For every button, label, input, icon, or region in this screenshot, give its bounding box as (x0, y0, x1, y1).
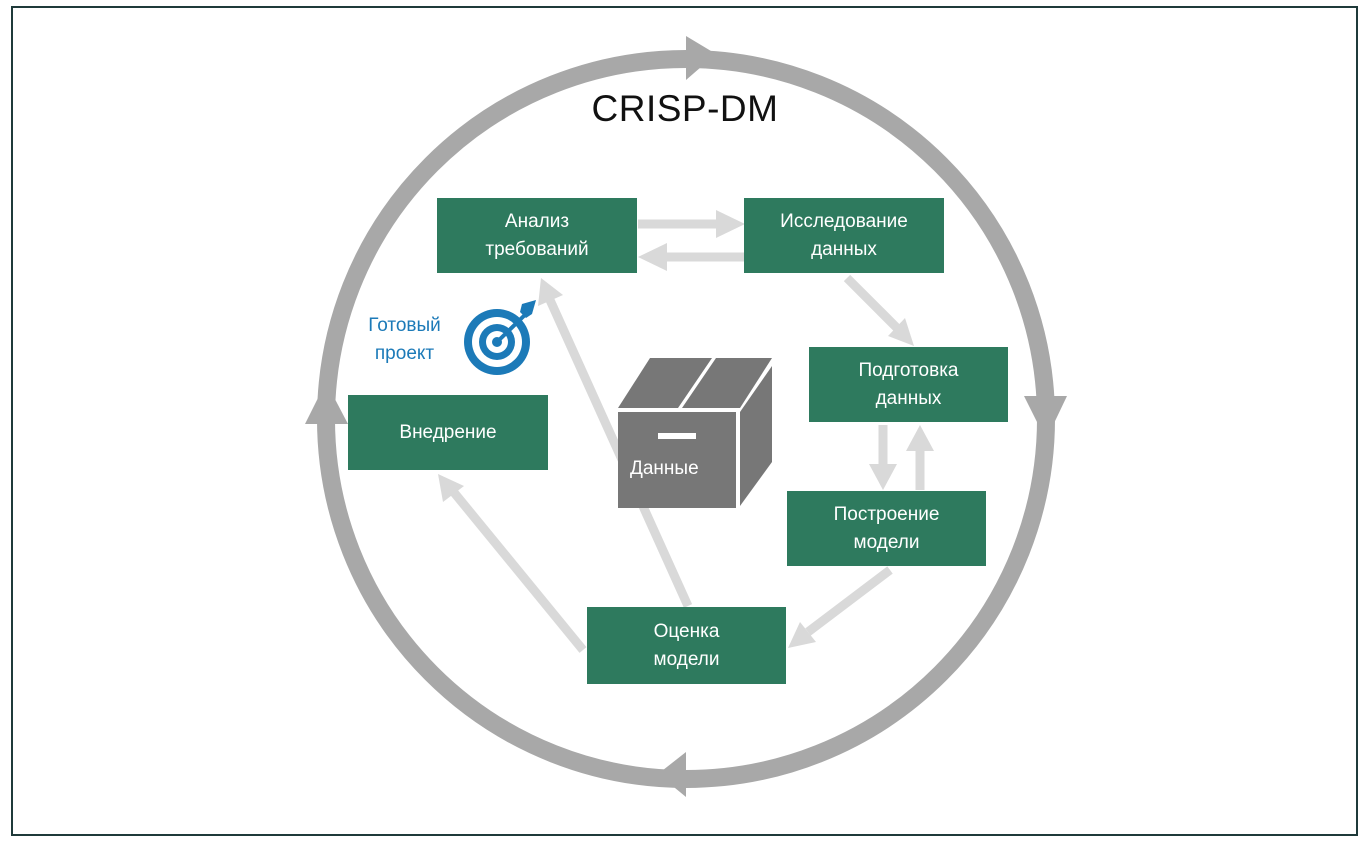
step-evaluation: Оценка модели (587, 607, 786, 684)
arrowhead-to-preparation-up (906, 425, 934, 451)
arrowhead-to-deployment (438, 474, 464, 502)
arrowhead-to-preparation (888, 318, 914, 346)
arrowhead-to-understanding (716, 210, 745, 238)
cycle-arrowhead-top (686, 36, 716, 80)
cycle-arrowhead-left (305, 382, 348, 424)
data-label: Данные (630, 458, 699, 479)
step-business-line2: требований (485, 238, 589, 260)
step-modeling-line2: модели (853, 531, 920, 553)
goal-label: Готовый проект (352, 312, 457, 368)
step-evaluation-line2: модели (653, 648, 720, 670)
step-preparation-line1: Подготовка (858, 359, 959, 381)
step-preparation-line2: данных (875, 387, 942, 409)
step-understanding-line2: данных (811, 238, 877, 260)
goal-line2: проект (374, 343, 435, 364)
step-deployment: Внедрение (348, 395, 548, 470)
arrow-modeling-to-evaluation (805, 566, 893, 636)
step-understanding-line1: Исследование (780, 210, 908, 232)
diagram-frame (11, 6, 1358, 836)
cycle-arrowhead-right (1024, 396, 1067, 440)
step-modeling: Построение модели (787, 491, 986, 566)
step-deployment-line1: Внедрение (399, 421, 497, 443)
step-evaluation-line1: Оценка (653, 620, 720, 642)
arrow-understanding-to-preparation (843, 274, 901, 332)
arrowhead-to-evaluation (788, 622, 816, 648)
arrow-evaluation-to-deployment (448, 487, 587, 653)
step-data-understanding: Исследование данных (744, 198, 944, 273)
arrowhead-to-modeling (869, 464, 897, 490)
step-data-preparation: Подготовка данных (809, 347, 1008, 422)
cycle-arrowhead-bottom (658, 752, 686, 797)
step-business-line1: Анализ (504, 210, 570, 232)
box-icon (618, 358, 772, 508)
step-business: Анализ требований (437, 198, 637, 273)
goal-line1: Готовый (368, 315, 441, 336)
arrowhead-to-business-up (538, 278, 563, 306)
arrowhead-to-business (638, 243, 667, 271)
step-modeling-line1: Построение (833, 503, 940, 525)
target-icon (464, 300, 536, 375)
diagram-title: CRISP-DM (591, 88, 779, 129)
